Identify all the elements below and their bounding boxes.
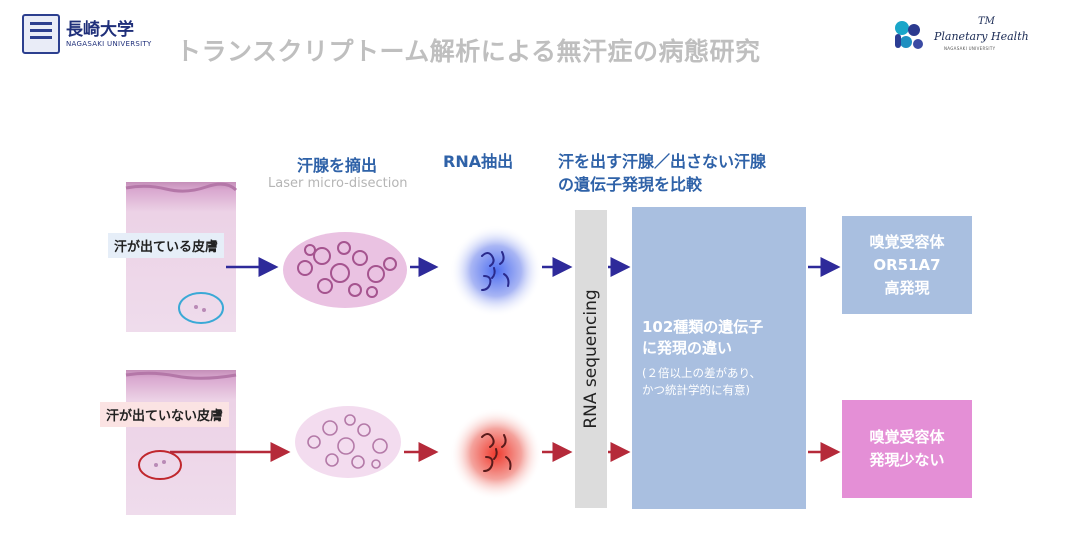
non-sweating-skin-texture [125, 371, 237, 480]
sweating-skin-label: 汗が出ている皮膚 [108, 233, 225, 258]
logo-tm-mark: TM [978, 16, 995, 27]
logo-university-name: 長崎大学 [66, 20, 134, 40]
low-output-line1: 嗅覚受容体 [869, 428, 945, 446]
non-sweating-skin-image [125, 370, 237, 515]
low-output-line2: 発現少ない [869, 451, 945, 469]
result-line1: 102種類の遺伝子 [642, 318, 764, 336]
page-title: トランスクリプトーム解析による無汗症の病態研究 [176, 37, 761, 66]
rna-sequencing-bar: RNA sequencing [575, 210, 607, 508]
sweating-skin-texture [125, 182, 238, 324]
result-note-line1: (２倍以上の差があり、 [642, 366, 762, 380]
rna-sequencing-label: RNA sequencing [581, 289, 601, 429]
non-sweating-skin-label: 汗が出ていない皮膚 [100, 402, 230, 427]
step-extract-gland-header: 汗腺を摘出 [297, 156, 378, 175]
step-rna-extraction-header: RNA抽出 [443, 152, 514, 171]
sweat-gland-marker-circle [178, 292, 224, 324]
nagasaki-university-logo: 長崎大学 NAGASAKI UNIVERSITY [22, 10, 172, 58]
step-extract-gland-sub: Laser micro-disection [268, 176, 408, 191]
sweating-gland-tissue-image [283, 232, 407, 308]
planetary-health-logo: TM Planetary Health NAGASAKI UNIVERSITY [890, 14, 1040, 56]
university-emblem-icon [22, 14, 60, 54]
result-note-line2: かつ統計学的に有意) [642, 383, 750, 397]
result-line2: に発現の違い [642, 339, 733, 357]
high-output-line3: 高発現 [884, 278, 930, 297]
logo-university-name-en: NAGASAKI UNIVERSITY [66, 40, 152, 48]
low-expression-box: 嗅覚受容体 発現少ない [842, 400, 972, 498]
logo-planetary-health-sub: NAGASAKI UNIVERSITY [944, 46, 996, 51]
non-sweating-rna-blob [450, 408, 542, 500]
planetary-health-mark-icon [895, 21, 923, 49]
step-compare-header-line2: の遺伝子発現を比較 [558, 175, 703, 194]
high-output-line2: OR51A7 [873, 255, 941, 274]
rna-strands-red [481, 433, 512, 472]
non-sweating-gland-tissue-image [295, 406, 401, 478]
rna-strands-blue [481, 251, 510, 291]
gene-difference-result-box: 102種類の遺伝子 に発現の違い (２倍以上の差があり、 かつ統計学的に有意) [632, 207, 806, 509]
high-output-line1: 嗅覚受容体 [869, 232, 945, 251]
step-compare-header-line1: 汗を出す汗腺／出さない汗腺 [558, 152, 767, 171]
logo-planetary-health-text: Planetary Health [934, 30, 1029, 43]
high-expression-box: 嗅覚受容体 OR51A7 高発現 [842, 216, 972, 314]
non-sweat-gland-marker-circle [138, 450, 182, 480]
sweating-rna-blob [450, 225, 542, 317]
